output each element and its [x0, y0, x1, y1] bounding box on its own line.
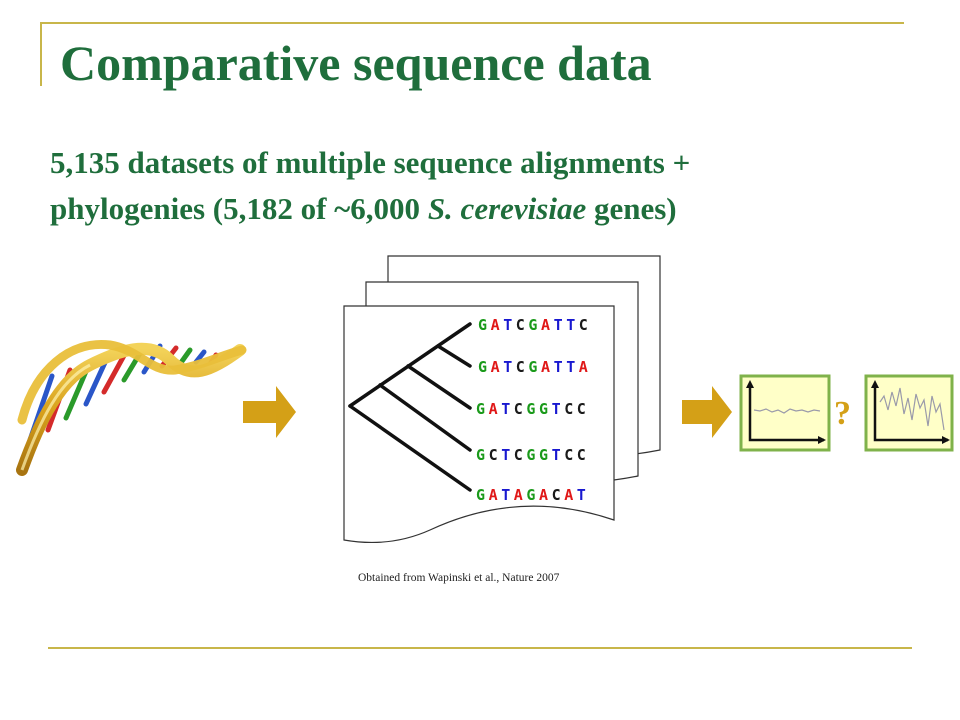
- frame-left-rule: [40, 22, 42, 86]
- nucleotide-g: G: [539, 446, 548, 464]
- nucleotide-g: G: [526, 400, 535, 418]
- nucleotide-c: C: [564, 446, 573, 464]
- nucleotide-c: C: [516, 358, 525, 376]
- nucleotide-g: G: [526, 446, 535, 464]
- nucleotide-a: A: [579, 358, 588, 376]
- nucleotide-a: A: [541, 316, 550, 334]
- nucleotide-g: G: [528, 358, 537, 376]
- nucleotide-a: A: [491, 358, 500, 376]
- nucleotide-t: T: [501, 486, 510, 504]
- species-name: S. cerevisiae: [427, 191, 587, 226]
- slide-title: Comparative sequence data: [60, 35, 652, 91]
- right-arrow-icon: [243, 386, 296, 438]
- nucleotide-g: G: [476, 400, 485, 418]
- question-mark: ?: [834, 395, 851, 432]
- source-caption: Obtained from Wapinski et al., Nature 20…: [358, 572, 560, 584]
- frame-top-rule: [40, 22, 904, 24]
- nucleotide-a: A: [491, 316, 500, 334]
- nucleotide-a: A: [539, 486, 548, 504]
- nucleotide-t: T: [503, 358, 512, 376]
- frame-bottom-rule: [48, 647, 912, 649]
- slide-subtitle: 5,135 datasets of multiple sequence alig…: [50, 140, 930, 232]
- nucleotide-t: T: [554, 316, 563, 334]
- nucleotide-c: C: [514, 446, 523, 464]
- nucleotide-t: T: [503, 316, 512, 334]
- nucleotide-g: G: [539, 400, 548, 418]
- nucleotide-a: A: [564, 486, 573, 504]
- page-front: [343, 305, 615, 544]
- nucleotide-c: C: [516, 316, 525, 334]
- nucleotide-t: T: [554, 358, 563, 376]
- nucleotide-a: A: [541, 358, 550, 376]
- nucleotide-t: T: [501, 400, 510, 418]
- nucleotide-g: G: [476, 486, 485, 504]
- subtitle-line-1: 5,135 datasets of multiple sequence alig…: [50, 145, 691, 180]
- nucleotide-t: T: [577, 486, 586, 504]
- nucleotide-g: G: [526, 486, 535, 504]
- nucleotide-c: C: [579, 316, 588, 334]
- nucleotide-c: C: [577, 446, 586, 464]
- nucleotide-c: C: [489, 446, 498, 464]
- nucleotide-c: C: [552, 486, 561, 504]
- right-arrow-icon-2: [682, 386, 732, 438]
- line-plot-icon-2: [864, 374, 954, 452]
- nucleotide-t: T: [501, 446, 510, 464]
- nucleotide-t: T: [552, 400, 561, 418]
- nucleotide-g: G: [528, 316, 537, 334]
- nucleotide-a: A: [489, 400, 498, 418]
- nucleotide-t: T: [552, 446, 561, 464]
- line-plot-icon: [739, 374, 831, 452]
- nucleotide-a: A: [489, 486, 498, 504]
- nucleotide-g: G: [478, 316, 487, 334]
- nucleotide-c: C: [564, 400, 573, 418]
- subtitle-line-2-post: genes): [586, 191, 677, 226]
- subtitle-line-2: phylogenies (5,182 of ~6,000 S. cerevisi…: [50, 186, 930, 232]
- nucleotide-t: T: [566, 358, 575, 376]
- nucleotide-g: G: [478, 358, 487, 376]
- subtitle-line-2-pre: phylogenies (5,182 of ~6,000: [50, 191, 428, 226]
- nucleotide-c: C: [577, 400, 586, 418]
- nucleotide-c: C: [514, 400, 523, 418]
- nucleotide-t: T: [566, 316, 575, 334]
- alignment-pages: [343, 255, 661, 544]
- nucleotide-g: G: [476, 446, 485, 464]
- phylogenetic-tree: [348, 322, 472, 492]
- dna-helix-icon: [16, 339, 247, 476]
- nucleotide-a: A: [514, 486, 523, 504]
